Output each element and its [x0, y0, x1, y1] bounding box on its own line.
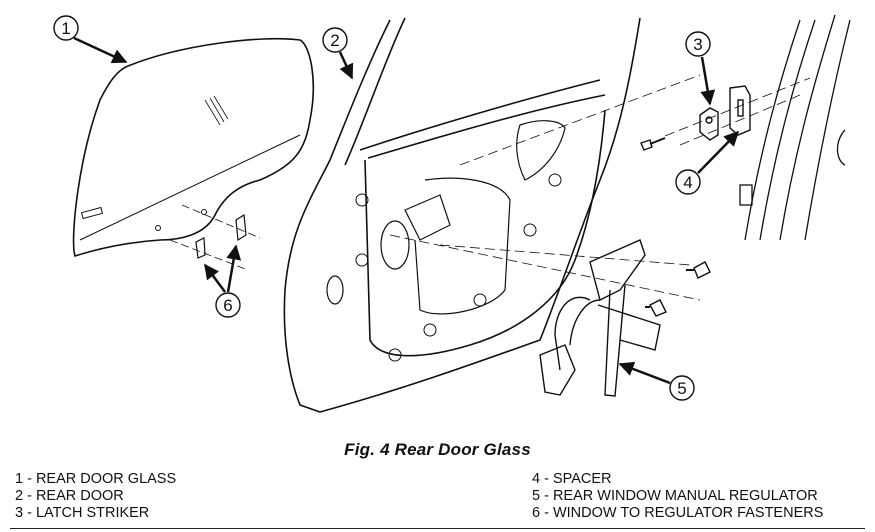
callout-1: 1: [53, 15, 128, 64]
b-pillar: [739, 14, 851, 241]
callout-6: 6: [203, 244, 242, 318]
legend-right: 4 - SPACER 5 - REAR WINDOW MANUAL REGULA…: [532, 471, 823, 522]
callout-4: 4: [675, 130, 740, 195]
legend-item: 3 - LATCH STRIKER: [15, 505, 150, 521]
rear-door-glass: [72, 37, 315, 271]
svg-text:6: 6: [223, 296, 232, 315]
exploded-view-drawing: 1 2 3 4 5 6: [53, 14, 851, 413]
legend-item: 2 - REAR DOOR: [15, 488, 124, 504]
svg-text:3: 3: [693, 35, 702, 54]
callout-3: 3: [685, 31, 716, 106]
legend-item: 4 - SPACER: [532, 471, 612, 487]
svg-text:5: 5: [677, 379, 686, 398]
legend-item: 1 - REAR DOOR GLASS: [15, 471, 177, 487]
bottom-divider: [10, 528, 865, 529]
figure-caption: Fig. 4 Rear Door Glass: [344, 440, 531, 459]
legend-item: 6 - WINDOW TO REGULATOR FASTENERS: [532, 505, 824, 521]
callout-2: 2: [322, 27, 354, 80]
rear-window-manual-regulator: [539, 239, 711, 397]
rear-door: [283, 17, 701, 413]
legend-left: 1 - REAR DOOR GLASS 2 - REAR DOOR 3 - LA…: [15, 471, 176, 522]
svg-text:4: 4: [683, 173, 692, 192]
latch-striker-and-spacer: [640, 77, 811, 151]
svg-text:1: 1: [61, 19, 70, 38]
svg-text:2: 2: [330, 31, 339, 50]
callout-5: 5: [618, 361, 695, 401]
legend-item: 5 - REAR WINDOW MANUAL REGULATOR: [532, 488, 818, 504]
